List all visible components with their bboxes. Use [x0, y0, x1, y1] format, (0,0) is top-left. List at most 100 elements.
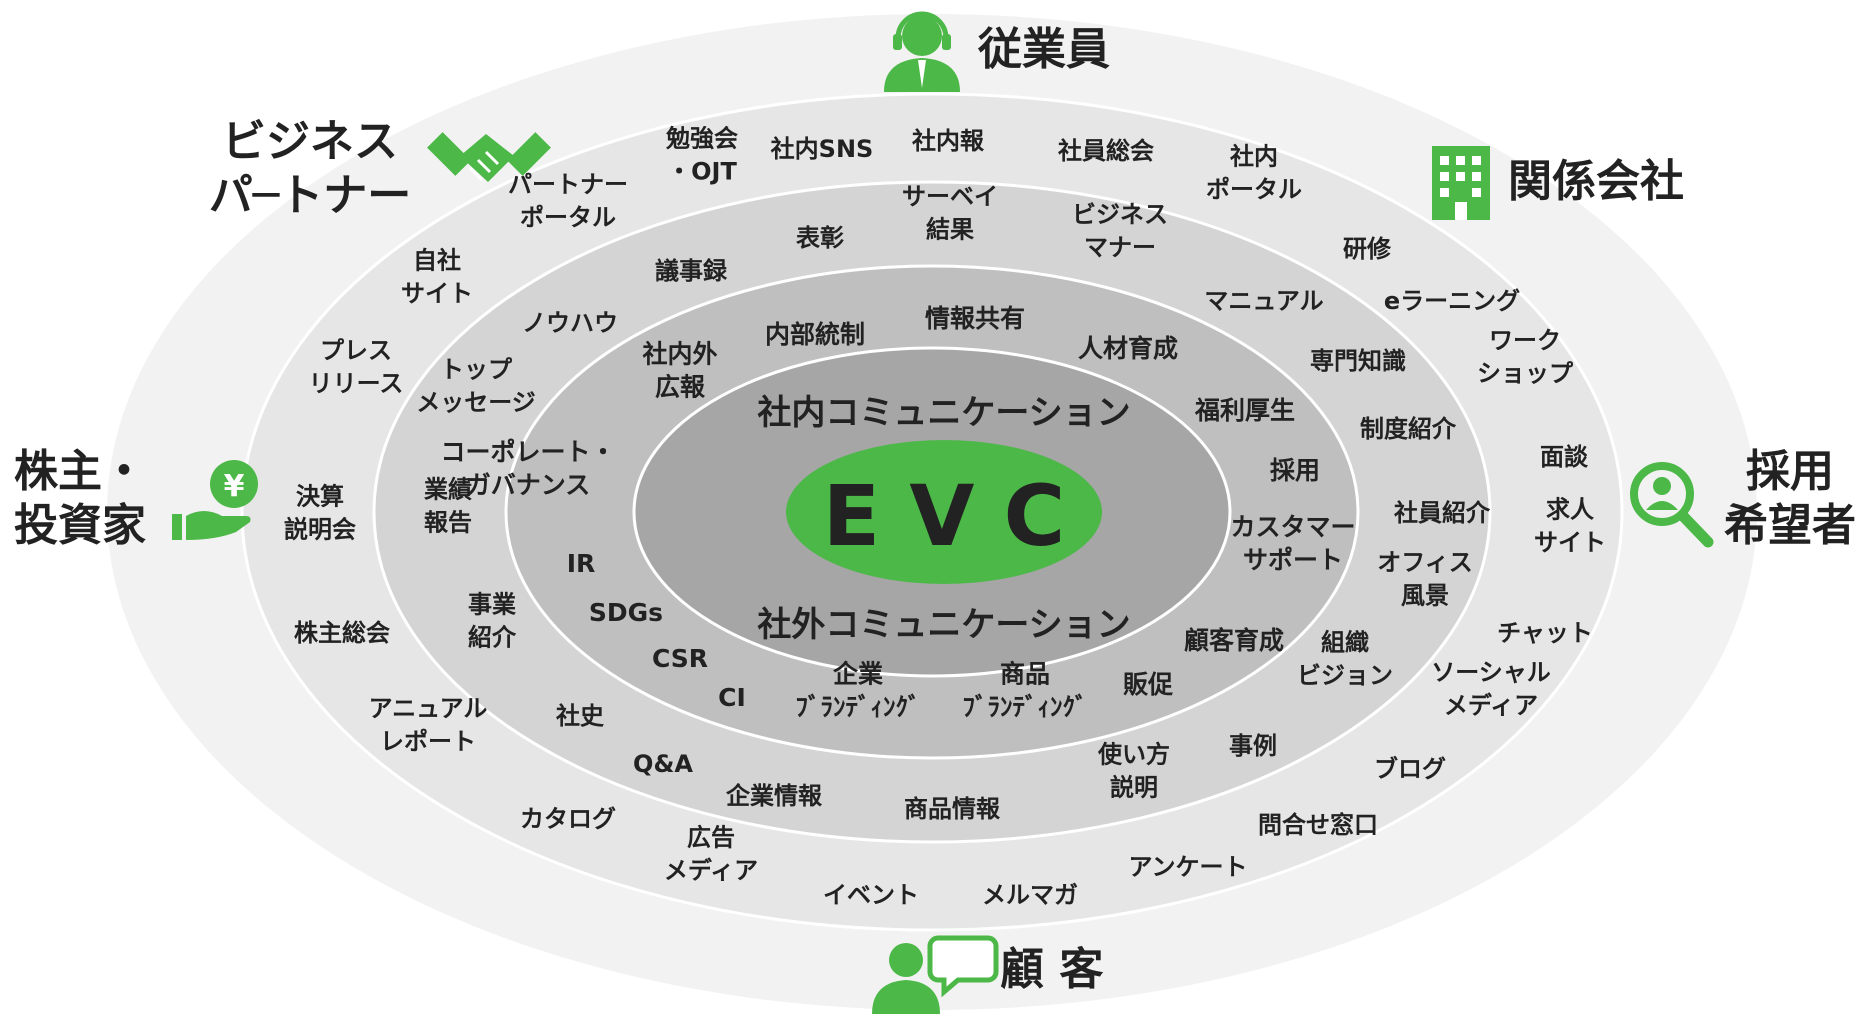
ring1-item-17-line-1: メディア: [664, 857, 758, 885]
ring1-item-15-line-0: メルマガ: [982, 881, 1078, 909]
ring3-item-10-line-1: ﾌﾞﾗﾝﾃﾞｨﾝｸﾞ: [795, 693, 920, 722]
ring1-item-2-line-0: 社内報: [912, 127, 985, 155]
ring3-item-7-line-0: 顧客育成: [1184, 626, 1284, 655]
ring2-item-9-line-0: 組織: [1321, 629, 1369, 657]
ring1-item-9-line-1: サイト: [1534, 529, 1606, 557]
ring2-item-6-line-0: 制度紹介: [1360, 415, 1457, 443]
ring2-item-12-line-0: 商品情報: [904, 795, 1001, 823]
ring3-item-0-line-0: 社内外: [642, 340, 717, 369]
ring2-item-18-line-0: トップ: [440, 356, 513, 384]
ring3-item-5-line-0: 採用: [1270, 456, 1320, 485]
ring3-item-6-line-0: カスタマー: [1230, 513, 1355, 542]
ring2-item-5-line-0: 専門知識: [1310, 347, 1406, 375]
ring1-item-23-line-0: 自社: [413, 247, 461, 275]
chat-person-icon: [872, 935, 999, 1014]
ring1-item-22-line-1: リリース: [309, 370, 404, 398]
ring3-item-10-line-0: 企業: [833, 660, 883, 689]
ring1-item-23-line-1: サイト: [401, 280, 473, 308]
ring3-item-6-line-1: サポート: [1243, 546, 1343, 575]
svg-text:¥: ¥: [224, 469, 245, 504]
ring1-item-16-line-0: イベント: [823, 881, 919, 909]
ring2-item-9-line-1: ビジョン: [1297, 662, 1393, 690]
operator-icon: [884, 11, 960, 92]
ring2-item-15-line-0: 社史: [556, 702, 605, 730]
ring3-item-12-line-0: CSR: [652, 644, 708, 673]
ring2-item-16-line-1: 紹介: [468, 624, 517, 652]
ring1-item-0-line-1: ・OJT: [667, 158, 737, 186]
ring2-item-3-line-1: マナー: [1084, 234, 1156, 262]
ring2-item-17-line-1: 報告: [424, 509, 472, 537]
ring1-item-19-line-1: レポート: [380, 728, 476, 756]
internal-communication-label: 社内コミュニケーション: [757, 393, 1130, 433]
ring1-item-7-line-0: ワーク: [1489, 327, 1561, 355]
ring2-item-17-line-0: 業績: [424, 476, 472, 504]
stakeholder-applicants-line2: 希望者: [1724, 500, 1856, 551]
stakeholder-affiliates: 関係会社: [1508, 156, 1684, 207]
handshake-icon: [427, 132, 551, 182]
ring1-item-24-line-0: パートナー: [508, 171, 628, 199]
ring1-item-13-line-0: 問合せ窓口: [1258, 811, 1378, 839]
ring1-item-20-line-0: 株主総会: [294, 619, 390, 647]
ring2-item-7-line-0: 社員紹介: [1394, 499, 1491, 527]
ring1-item-17-line-0: 広告: [687, 824, 735, 852]
ring1-item-4-line-1: ポータル: [1206, 176, 1302, 204]
ring2-item-19-line-0: ノウハウ: [522, 309, 618, 337]
stakeholder-shareholders-line2: 投資家: [14, 500, 146, 551]
ring1-item-6-line-0: eラーニング: [1384, 287, 1520, 315]
ring1-item-14-line-0: アンケート: [1128, 853, 1247, 881]
ring1-item-3-line-0: 社員総会: [1058, 137, 1154, 165]
yen-hand-icon: ¥: [172, 460, 258, 540]
ring2-item-2-line-0: サーベイ: [902, 183, 998, 211]
ring1-item-12-line-0: ブログ: [1374, 755, 1446, 783]
stakeholder-shareholders-line1: 株主・: [14, 446, 146, 497]
ring1-item-8-line-0: 面談: [1540, 443, 1589, 471]
ring2-item-2-line-1: 結果: [926, 216, 974, 244]
ring1-item-4-line-0: 社内: [1230, 143, 1278, 171]
ring2-item-14-line-0: Q&A: [633, 750, 693, 778]
ring2-item-11-line-1: 説明: [1110, 774, 1158, 802]
ring3-item-9-line-1: ﾌﾞﾗﾝﾃﾞｨﾝｸﾞ: [962, 693, 1087, 722]
ring2-item-8-line-1: 風景: [1401, 582, 1449, 610]
search-person-icon: [1630, 462, 1714, 548]
ring2-item-16-line-0: 事業: [468, 591, 516, 619]
ring3-item-1-line-0: 内部統制: [765, 320, 865, 349]
ring1-item-9-line-0: 求人: [1546, 496, 1594, 524]
ring3-item-3-line-0: 人材育成: [1078, 334, 1178, 363]
ring2-item-3-line-0: ビジネス: [1072, 201, 1168, 229]
ring2-item-13-line-0: 企業情報: [726, 782, 823, 810]
ring2-item-1-line-0: 表彰: [796, 224, 844, 252]
ring3-item-2-line-0: 情報共有: [925, 304, 1025, 333]
ring1-item-10-line-0: チャット: [1497, 619, 1593, 647]
ring-labels: 社内外広報内部統制情報共有人材育成福利厚生採用カスタマーサポート顧客育成販促商品…: [284, 125, 1606, 910]
ring2-item-0-line-0: 議事録: [655, 257, 728, 285]
ring1-item-22-line-0: プレス: [320, 337, 392, 365]
center-ellipse: [786, 440, 1102, 584]
ring1-item-0-line-0: 勉強会: [665, 125, 738, 153]
ring2-item-10-line-0: 事例: [1229, 732, 1277, 760]
ring1-item-18-line-0: カタログ: [520, 805, 616, 833]
stakeholder-partners-line2: パ─トナー: [209, 170, 412, 221]
ring1-item-5-line-0: 研修: [1343, 235, 1392, 263]
stakeholder-partners-line1: ビジネス: [222, 116, 398, 167]
ring1-item-11-line-0: ソーシャル: [1431, 659, 1551, 687]
ring1-item-21-line-1: 説明会: [284, 516, 356, 544]
ring1-item-7-line-1: ショップ: [1477, 360, 1574, 388]
ring1-item-11-line-1: メディア: [1444, 692, 1538, 720]
ring1-item-19-line-0: アニュアル: [369, 695, 488, 723]
ring2-item-8-line-0: オフィス: [1377, 549, 1473, 577]
stakeholder-customers: 顧 客: [1000, 944, 1103, 995]
ring2-item-18-line-1: メッセージ: [416, 389, 536, 417]
ring2-item-4-line-0: マニュアル: [1204, 287, 1323, 315]
ring3-item-15-line-1: ガバナンス: [466, 471, 591, 500]
ring3-item-4-line-0: 福利厚生: [1194, 396, 1295, 425]
ring3-item-8-line-0: 販促: [1123, 670, 1173, 699]
ring1-item-1-line-0: 社内SNS: [771, 135, 874, 163]
ring3-item-11-line-0: CI: [718, 683, 746, 712]
stakeholder-applicants-line1: 採用: [1746, 446, 1834, 497]
ring2-item-11-line-0: 使い方: [1097, 741, 1170, 769]
ring3-item-15-line-0: コーポレート・: [440, 438, 615, 467]
building-icon: [1432, 146, 1490, 220]
ring3-item-9-line-0: 商品: [1000, 660, 1050, 689]
external-communication-label: 社外コミュニケーション: [757, 605, 1130, 645]
